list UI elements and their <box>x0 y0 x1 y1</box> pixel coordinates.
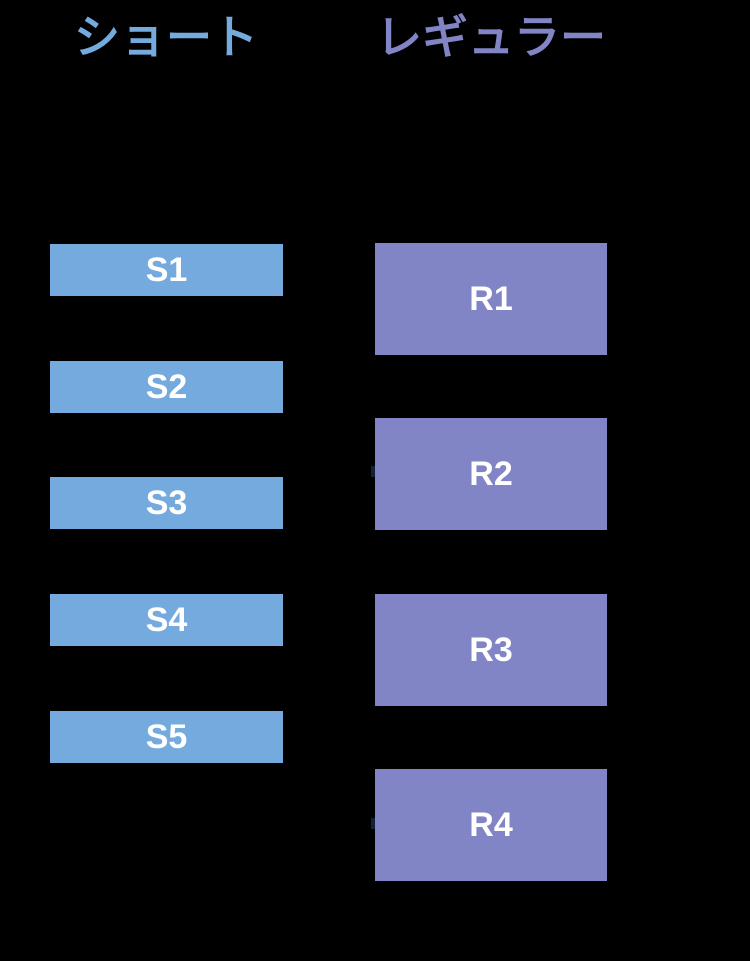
column-heading-short: ショート <box>74 11 258 63</box>
bar-label: S5 <box>145 718 188 756</box>
bar-label: S4 <box>145 601 188 639</box>
bar-label: R4 <box>469 806 513 844</box>
column-heading-regular: レギュラー <box>376 11 606 63</box>
bar-label: S1 <box>145 251 188 289</box>
bar-s3[interactable]: S3 <box>50 477 283 529</box>
edge-tick-r4 <box>371 818 375 829</box>
bar-r3[interactable]: R3 <box>375 594 607 706</box>
edge-tick-r2 <box>371 466 375 477</box>
bar-label: R1 <box>469 280 513 318</box>
bar-r1[interactable]: R1 <box>375 243 607 355</box>
bar-r4[interactable]: R4 <box>375 769 607 881</box>
bar-label: R2 <box>469 455 513 493</box>
bar-label: R3 <box>469 631 513 669</box>
bar-s2[interactable]: S2 <box>50 361 283 413</box>
bar-label: S2 <box>145 368 188 406</box>
bar-r2[interactable]: R2 <box>375 418 607 530</box>
bar-s5[interactable]: S5 <box>50 711 283 763</box>
bar-s1[interactable]: S1 <box>50 244 283 296</box>
bar-s4[interactable]: S4 <box>50 594 283 646</box>
bar-label: S3 <box>145 484 188 522</box>
